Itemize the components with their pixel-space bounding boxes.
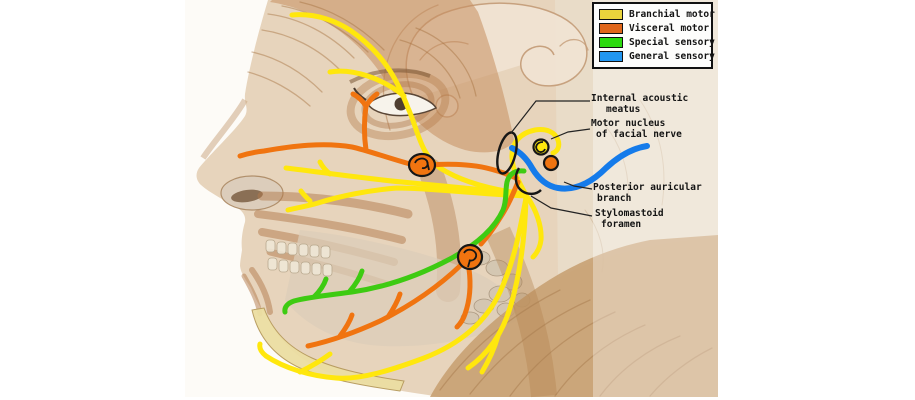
annotation-line: Motor nucleus [591, 118, 666, 129]
stylomastoid-foramen-outline [514, 167, 542, 196]
leader-posterior-auricular [563, 181, 593, 190]
submandibular-fork-2 [337, 312, 355, 339]
scm-muscle [486, 226, 557, 398]
lacrimal-fork-right [363, 91, 380, 109]
posterior-auricular-branch [525, 195, 544, 260]
legend-item: Branchial motor [599, 7, 715, 21]
legend-label: Special sensory [629, 36, 715, 48]
annotation-line: meatus [606, 103, 641, 115]
legend-label: Branchial motor [629, 8, 715, 20]
special-sensory-nerve [282, 168, 527, 315]
annotation-line: of facial nerve [596, 128, 682, 140]
annotation-stylomastoid: Stylomastoid foramen [595, 208, 664, 230]
annotation-line: Internal acoustic [591, 93, 689, 104]
legend-swatch-branchial-motor [599, 8, 623, 20]
chorda-fork-1 [347, 268, 365, 294]
forehead-texture [247, 1, 477, 107]
chorda-fork-2 [311, 276, 329, 300]
legend: Branchial motor Visceral motor Special s… [592, 2, 715, 69]
legend-label: General sensory [629, 50, 715, 62]
legend-swatch-special-sensory [599, 36, 623, 48]
submandibular-fork-1 [385, 291, 403, 320]
mandible [285, 230, 518, 347]
annotation-internal-acoustic-meatus: Internal acoustic meatus [591, 93, 689, 115]
legend-swatch-general-sensory [599, 50, 623, 62]
mandibular-branch [257, 195, 529, 381]
annotation-motor-nucleus: Motor nucleus of facial nerve [591, 118, 682, 140]
annotation-posterior-auricular: Posterior auricular branch [593, 182, 702, 204]
legend-label: Visceral motor [629, 22, 710, 34]
nasal-branch [237, 142, 413, 167]
leader-internal-acoustic-meatus [510, 100, 590, 134]
annotation-line: Stylomastoid [595, 208, 664, 219]
legend-item: General sensory [599, 49, 715, 63]
leader-motor-nucleus [550, 128, 591, 140]
lacrimal-branch [362, 103, 369, 153]
chorda-tympani [282, 168, 527, 315]
pterygopalatine-ganglion [407, 152, 437, 178]
neck-texture [439, 289, 713, 397]
mandibular-fork [297, 351, 333, 375]
temporal-branch [289, 12, 529, 197]
ganglion-descending-twig [454, 266, 473, 330]
jaw-bone-band [251, 307, 405, 392]
cervical-branch [465, 195, 529, 371]
buccal-branch [285, 185, 529, 213]
annotation-line: foramen [601, 218, 642, 230]
branchial-motor-nerves [257, 12, 562, 381]
general-sensory-path [509, 143, 650, 192]
teeth [265, 239, 333, 277]
nose [200, 98, 284, 211]
annotation-line: branch [597, 192, 632, 204]
submandibular-ganglion [456, 243, 484, 271]
general-sensory-nerve [509, 143, 650, 192]
internal-acoustic-meatus-outline [496, 131, 518, 175]
zygomatic-branch [283, 165, 529, 197]
buccal-fork [298, 188, 313, 204]
visceral-motor-nerves [237, 91, 521, 349]
salivatory-nucleus-marker [542, 154, 560, 172]
motor-nucleus-curl [535, 141, 546, 153]
submandibular-branch [305, 262, 464, 349]
leader-stylomastoid [530, 195, 593, 217]
neck-muscles [430, 235, 718, 397]
legend-item: Special sensory [599, 35, 715, 49]
annotation-line: Posterior auricular [593, 182, 702, 193]
legend-swatch-visceral-motor [599, 22, 623, 34]
cervical-fork [479, 333, 501, 375]
skull-region [555, 0, 718, 278]
legend-item: Visceral motor [599, 21, 710, 35]
zygomatic-fork [317, 159, 333, 177]
brow-fork [327, 68, 407, 99]
